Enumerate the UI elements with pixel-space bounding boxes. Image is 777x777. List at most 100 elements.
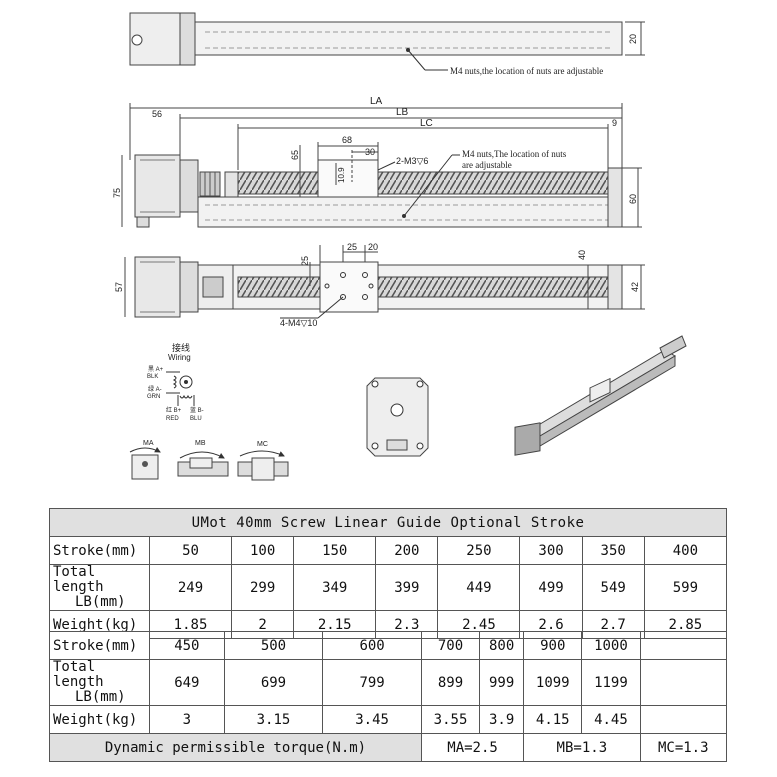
wire-blu: BLU [190,416,202,422]
side-view: LA LB 56 LC 9 68 30 [112,96,642,228]
motor-side [134,154,181,218]
lead-screw-side [237,171,609,195]
row-label-total: Total length LB(mm) [49,659,150,706]
nuts-note-top: M4 nuts,the location of nuts are adjusta… [450,66,603,76]
dim-68: 68 [342,135,352,145]
stroke-cell: 800 [479,631,525,660]
row-label-stroke: Stroke(mm) [49,536,150,565]
stroke-table-part2: Stroke(mm) 450 500 600 700 800 900 1000 … [49,631,728,762]
carriage-side [317,159,379,198]
dim-20-b: 20 [368,242,378,252]
dim-20-top: 20 [628,34,638,44]
dim-56: 56 [152,109,162,119]
weight-cell: 3 [149,705,225,734]
total-cell [639,659,728,706]
wire-grn: GRN [147,394,160,400]
stroke-cell: 350 [581,536,645,565]
dim-57: 57 [114,282,124,292]
stroke-cell [639,631,728,660]
total-cell: 799 [322,659,422,706]
row-label-total-line2: LB(mm) [75,594,126,610]
nuts-note-side-2: are adjustable [462,160,512,170]
rail-side [197,196,623,228]
moment-ma-label: MA [143,440,154,447]
motor-front-view [366,377,429,457]
table-title: UMot 40mm Screw Linear Guide Optional St… [49,508,727,537]
stroke-cell: 1000 [581,631,641,660]
total-cell: 449 [437,564,521,611]
stroke-cell: 300 [519,536,583,565]
moment-mb-label: MB [195,440,206,447]
total-cell: 599 [643,564,728,611]
total-cell: 249 [148,564,233,611]
wiring-diagram: 接线 Wiring 黑 A+ BLK 绿 A- GRN 红 B+ RED 蓝 B… [147,342,204,422]
total-cell: 699 [223,659,324,706]
row-label-total-line1: Total length [53,564,104,595]
stroke-cell: 50 [148,536,233,565]
row-label-total-line2: LB(mm) [75,689,126,705]
wire-a-minus: 绿 A- [148,385,162,393]
nuts-note-side-1: M4 nuts,The location of nuts [462,149,567,159]
stroke-cell: 400 [643,536,728,565]
coupling-bottom [202,276,224,298]
weight-cell: 3.9 [479,705,525,734]
moment-icons: MA MB MC [129,440,289,481]
stroke-cell: 250 [437,536,521,565]
top-view: 20 M4 nuts,the location of nuts are adju… [129,12,645,76]
hole-label-bottom: 4-M4▽10 [280,318,317,328]
total-cell: 649 [149,659,225,706]
total-cell: 999 [479,659,525,706]
dim-30: 30 [365,147,375,157]
moment-mc-label: MC [257,441,268,448]
total-cell: 349 [293,564,377,611]
hole-label-side: 2-M3▽6 [396,156,428,166]
wire-blk: BLK [147,374,158,380]
motor-bottom [134,256,181,318]
torque-label: Dynamic permissible torque(N.m) [49,733,422,762]
isometric-view [514,335,687,456]
torque-mc: MC=1.3 [639,733,728,762]
total-cell: 1099 [523,659,583,706]
dim-40: 40 [577,250,587,260]
row-label-weight: Weight(kg) [49,705,150,734]
dim-9: 9 [612,118,617,128]
wire-red: RED [166,416,179,422]
weight-cell [639,705,728,734]
row-label-total-line1: Total length [53,659,104,690]
dim-65: 65 [290,150,300,160]
carriage-bottom [319,261,379,313]
total-cell: 299 [231,564,295,611]
torque-mb: MB=1.3 [523,733,641,762]
stroke-cell: 150 [293,536,377,565]
total-cell: 499 [519,564,583,611]
dim-25-b: 25 [347,242,357,252]
dim-60: 60 [628,194,638,204]
wiring-title-cn: 接线 [172,342,190,353]
dim-25-a: 25 [300,256,310,266]
total-cell: 1199 [581,659,641,706]
total-cell: 899 [420,659,481,706]
stroke-cell: 500 [223,631,324,660]
torque-ma: MA=2.5 [420,733,525,762]
stroke-cell: 900 [523,631,583,660]
dim-10-9: 10.9 [337,167,346,183]
wire-b-minus: 蓝 B- [190,406,204,414]
stroke-cell: 450 [149,631,225,660]
dim-42: 42 [630,282,640,292]
stroke-cell: 600 [322,631,422,660]
wire-a-plus: 黑 A+ [148,366,164,373]
weight-cell: 4.45 [581,705,641,734]
weight-cell: 3.55 [420,705,481,734]
stroke-table-part1: UMot 40mm Screw Linear Guide Optional St… [49,508,728,639]
total-cell: 549 [581,564,645,611]
dim-75: 75 [112,188,122,198]
dim-lc: LC [420,118,433,129]
dim-la: LA [370,96,383,107]
wire-b-plus: 红 B+ [166,406,182,414]
bottom-view: 25 20 25 4-M4▽10 57 40 42 [114,242,645,328]
total-cell: 399 [375,564,439,611]
stroke-cell: 700 [420,631,481,660]
wiring-title-en: Wiring [168,353,191,362]
weight-cell: 3.45 [322,705,422,734]
weight-cell: 4.15 [523,705,583,734]
